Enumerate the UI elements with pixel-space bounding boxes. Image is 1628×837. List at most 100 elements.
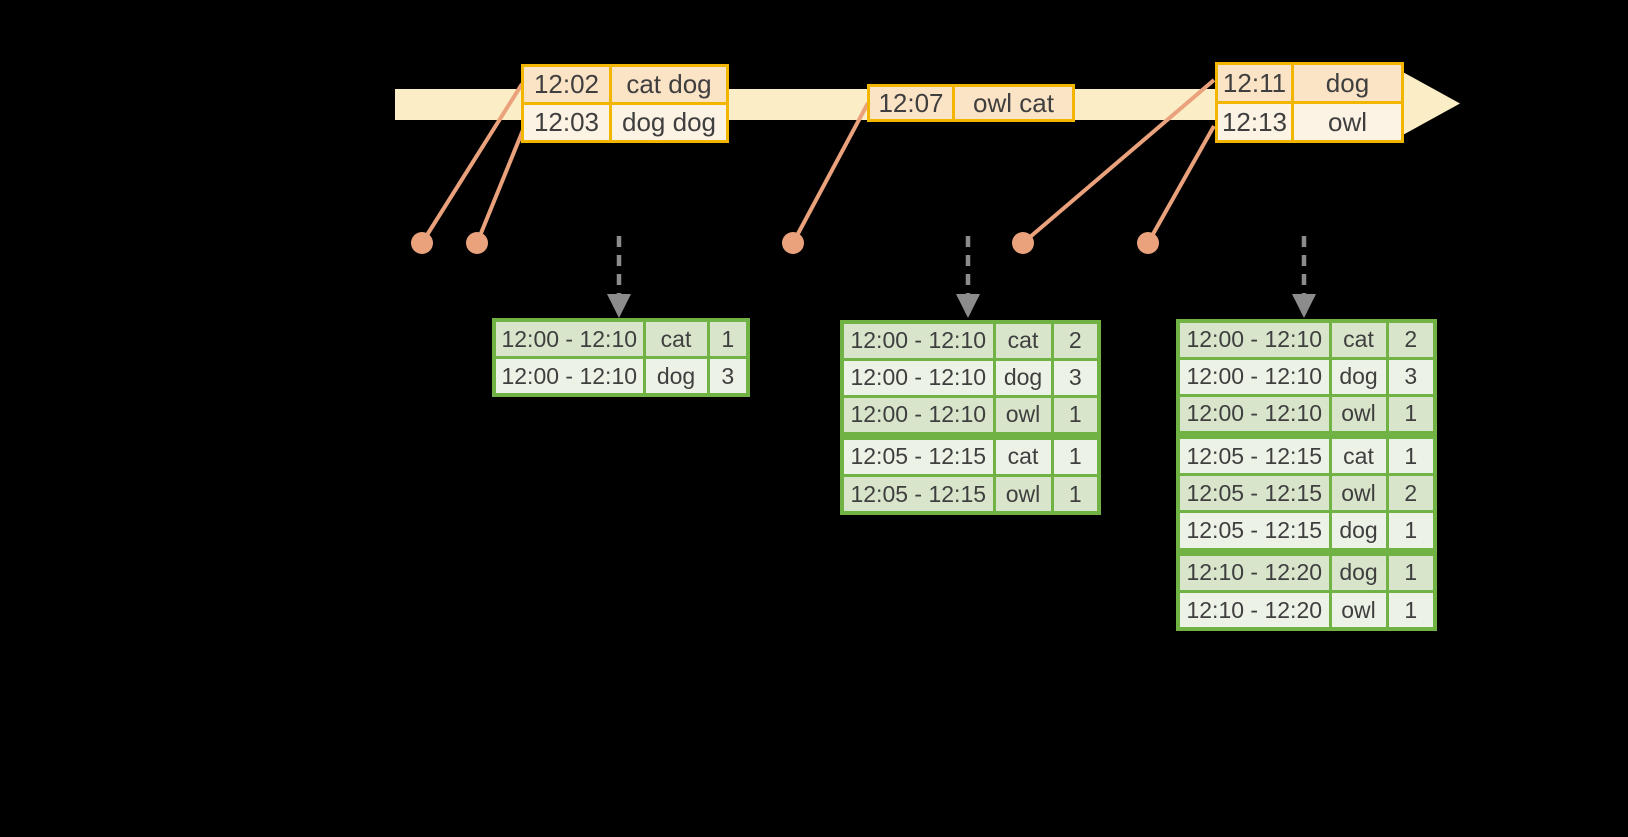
- result-count-cell: 2: [1385, 319, 1437, 360]
- result-window-cell: 12:05 - 12:15: [840, 474, 996, 515]
- result-word-cell: owl: [992, 474, 1054, 515]
- event-connector-line-4: [1021, 78, 1216, 245]
- result-count-cell: 3: [1385, 356, 1437, 397]
- result-word-cell: dog: [1328, 510, 1389, 554]
- result-word-cell: cat: [1328, 319, 1389, 360]
- result-window-cell: 12:00 - 12:10: [840, 357, 996, 398]
- event-connector-line-2: [475, 129, 525, 244]
- result-count-cell: 1: [1385, 431, 1437, 477]
- result-window-cell: 12:05 - 12:15: [1176, 431, 1332, 477]
- result-word-cell: owl: [1328, 473, 1389, 514]
- event-time-dot-3: [782, 232, 804, 254]
- event-words-cell: owl cat: [952, 84, 1075, 122]
- event-words-cell: owl: [1291, 101, 1404, 143]
- event-words-cell: dog: [1291, 62, 1404, 104]
- result-word-cell: owl: [992, 394, 1054, 438]
- result-count-cell: 1: [1050, 474, 1101, 515]
- result-window-cell: 12:00 - 12:10: [492, 356, 646, 397]
- event-connector-line-1: [420, 82, 524, 245]
- result-word-cell: cat: [992, 320, 1054, 361]
- result-word-cell: cat: [1328, 431, 1389, 477]
- event-time-cell: 12:02: [521, 64, 612, 105]
- result-word-cell: dog: [1328, 547, 1389, 594]
- event-time-dot-4: [1012, 232, 1034, 254]
- result-count-cell: 3: [706, 356, 750, 397]
- result-count-cell: 1: [1385, 547, 1437, 594]
- trigger-arrow-2: [956, 236, 980, 318]
- result-count-cell: 1: [1385, 510, 1437, 554]
- result-count-cell: 2: [1050, 320, 1101, 361]
- result-count-cell: 2: [1385, 473, 1437, 514]
- result-window-cell: 12:05 - 12:15: [1176, 510, 1332, 554]
- result-count-cell: 1: [1050, 431, 1101, 478]
- result-window-cell: 12:10 - 12:20: [1176, 590, 1332, 631]
- result-count-cell: 1: [1385, 393, 1437, 437]
- event-time-cell: 12:03: [521, 102, 612, 143]
- event-time-cell: 12:13: [1215, 101, 1294, 143]
- result-word-cell: cat: [642, 318, 710, 359]
- event-time-dot-1: [411, 232, 433, 254]
- event-connector-line-5: [1146, 125, 1216, 244]
- result-count-cell: 1: [1385, 590, 1437, 631]
- result-word-cell: owl: [1328, 590, 1389, 631]
- trigger-arrow-1: [607, 236, 631, 318]
- event-time-dot-2: [466, 232, 488, 254]
- event-time-dot-5: [1137, 232, 1159, 254]
- result-window-cell: 12:10 - 12:20: [1176, 547, 1332, 594]
- timeline-arrowhead-icon: [1401, 71, 1460, 136]
- result-window-cell: 12:00 - 12:10: [1176, 356, 1332, 397]
- result-word-cell: owl: [1328, 393, 1389, 437]
- result-window-cell: 12:00 - 12:10: [840, 320, 996, 361]
- result-window-cell: 12:00 - 12:10: [1176, 319, 1332, 360]
- result-count-cell: 1: [706, 318, 750, 359]
- result-word-cell: cat: [992, 431, 1054, 478]
- event-connector-line-3: [791, 102, 870, 244]
- trigger-arrow-3: [1292, 236, 1316, 318]
- event-time-cell: 12:11: [1215, 62, 1294, 104]
- result-count-cell: 1: [1050, 394, 1101, 438]
- event-words-cell: dog dog: [609, 102, 729, 143]
- result-count-cell: 3: [1050, 357, 1101, 398]
- result-word-cell: dog: [992, 357, 1054, 398]
- event-time-cell: 12:07: [867, 84, 955, 122]
- event-words-cell: cat dog: [609, 64, 729, 105]
- result-window-cell: 12:00 - 12:10: [840, 394, 996, 438]
- result-word-cell: dog: [642, 356, 710, 397]
- result-window-cell: 12:05 - 12:15: [1176, 473, 1332, 514]
- result-window-cell: 12:00 - 12:10: [1176, 393, 1332, 437]
- result-window-cell: 12:00 - 12:10: [492, 318, 646, 359]
- result-word-cell: dog: [1328, 356, 1389, 397]
